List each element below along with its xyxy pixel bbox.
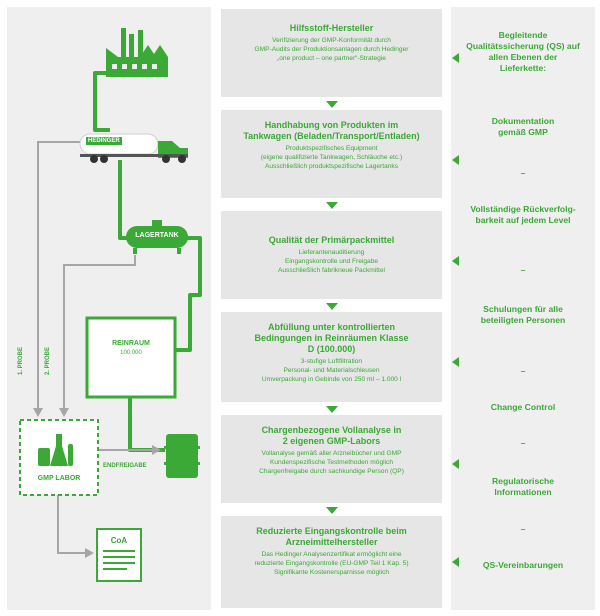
qa-arrow [452,459,459,469]
drum-icon [164,434,200,478]
step-title: Qualität der Primärpackmittel [268,235,395,245]
truck-to-tank-line [118,160,132,240]
step-details: Das Hedinger Analysenzertifikat ermöglic… [254,551,409,577]
qa-arrow [452,557,459,567]
lab-flask-icon [38,434,73,466]
step-title: Hilfsstoff-Hersteller [289,23,374,33]
qa-arrow [452,155,459,165]
probe2-arrowhead [59,408,69,417]
step-arrow [326,202,338,209]
probe1-line [37,141,80,408]
qa-heading: Begleitende Qualitätssicherung (QS) auf … [466,30,580,73]
truck-brand-label: HEDINGER [88,138,120,144]
qa-separator: – [520,438,526,448]
step-incoming-inspection: Reduzierte Eingangskontrolle beim Arznei… [221,516,442,608]
step-details: Vollanalyse gemäß aller Arzneibücher und… [259,450,404,476]
qa-separator: – [520,265,526,275]
step-title: Handhabung von Produkten im Tankwagen (B… [243,120,420,141]
qa-item-documentation: Dokumentation gemäß GMP [491,116,555,137]
qa-item-change-control: Change Control [490,402,556,412]
step-details: Produktspezifisches Equipment(eigene qua… [260,145,403,171]
coa-document-icon [96,528,142,582]
qa-separator: – [520,524,526,534]
step-supplier: Hilfsstoff-Hersteller Verifizierung der … [221,9,442,97]
qa-arrow [452,53,459,63]
cleanroom-box [85,316,177,399]
step-arrow [326,303,338,310]
coa-label: CoA [110,536,128,545]
step-arrow [326,406,338,413]
probe1-label: 1. PROBE [18,346,24,375]
qa-separator: – [520,168,526,178]
step-analysis: Chargenbezogene Vollanalyse in 2 eigenen… [221,415,442,503]
lab-label: GMP LABOR [37,475,81,482]
probe1-arrowhead [33,408,43,417]
qa-panel [451,7,595,610]
cleanroom-title: REINRAUM [112,340,150,347]
factory-icon [106,28,168,77]
qa-separator: – [520,366,526,376]
storage-tank-icon [126,220,188,254]
lab-to-coa-line [57,495,85,554]
step-title: Abfüllung unter kontrollierten Bedingung… [254,322,409,354]
release-label: ENDFREIGABE [103,463,147,469]
cleanroom-to-drum-line [128,397,165,452]
supply-chain-diagram-panel [7,7,211,610]
qa-item-regulatory: Regulatorische Informationen [491,476,555,497]
qa-arrow [452,256,459,266]
step-filling: Abfüllung unter kontrollierten Bedingung… [221,312,442,402]
qa-item-traceability: Vollständige Rückverfolg-barkeit auf jed… [470,204,576,225]
step-arrow [326,101,338,108]
step-arrow [326,507,338,514]
tank-label: LAGERTANK [135,232,179,239]
cleanroom-sub: 100.000 [120,350,142,356]
probe2-label: 2. PROBE [45,346,51,375]
probe2-line [63,255,136,408]
step-title: Reduzierte Eingangskontrolle beim Arznei… [256,526,407,547]
qa-item-training: Schulungen für alle beteiligten Personen [480,304,566,325]
step-title: Chargenbezogene Vollanalyse in 2 eigenen… [261,425,402,446]
step-packaging: Qualität der Primärpackmittel Lieferante… [221,211,442,299]
endfreigabe-arrowhead [152,445,161,455]
coa-arrowhead [85,548,94,558]
qa-item-agreements: QS-Vereinbarungen [482,560,564,570]
qa-arrow [452,357,459,367]
tank-to-cleanroom-line [175,236,202,352]
step-tanker-handling: Handhabung von Produkten im Tankwagen (B… [221,110,442,198]
factory-to-truck-line [93,71,120,132]
tanker-truck-icon [79,133,188,163]
